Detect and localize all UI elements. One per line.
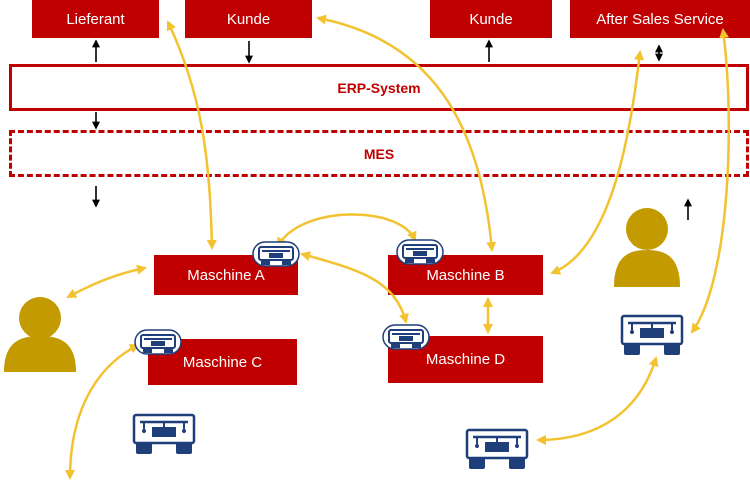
lieferant-box: Lieferant xyxy=(32,0,159,38)
maschine-b-label: Maschine B xyxy=(426,266,505,284)
device-icon xyxy=(252,241,300,267)
device-icon xyxy=(382,324,430,350)
kunde-label-left: Kunde xyxy=(226,10,271,28)
device-icon xyxy=(620,314,684,357)
maschine-a-label: Maschine A xyxy=(187,266,265,284)
connection-lines xyxy=(65,14,730,480)
maschine-c-box: Maschine C xyxy=(148,339,297,385)
person-icon xyxy=(4,297,76,372)
device-icon xyxy=(396,239,444,265)
device-icon xyxy=(134,329,182,355)
device-icon xyxy=(465,428,529,471)
person-icon xyxy=(614,208,680,287)
maschine-d-label: Maschine D xyxy=(425,351,506,368)
arrow-icon xyxy=(92,39,692,220)
device-icon xyxy=(132,413,196,456)
lieferant-label: Lieferant xyxy=(66,10,125,28)
after-sales-service-label: After Sales Service xyxy=(596,10,724,28)
maschine-c-label: Maschine C xyxy=(182,353,263,371)
